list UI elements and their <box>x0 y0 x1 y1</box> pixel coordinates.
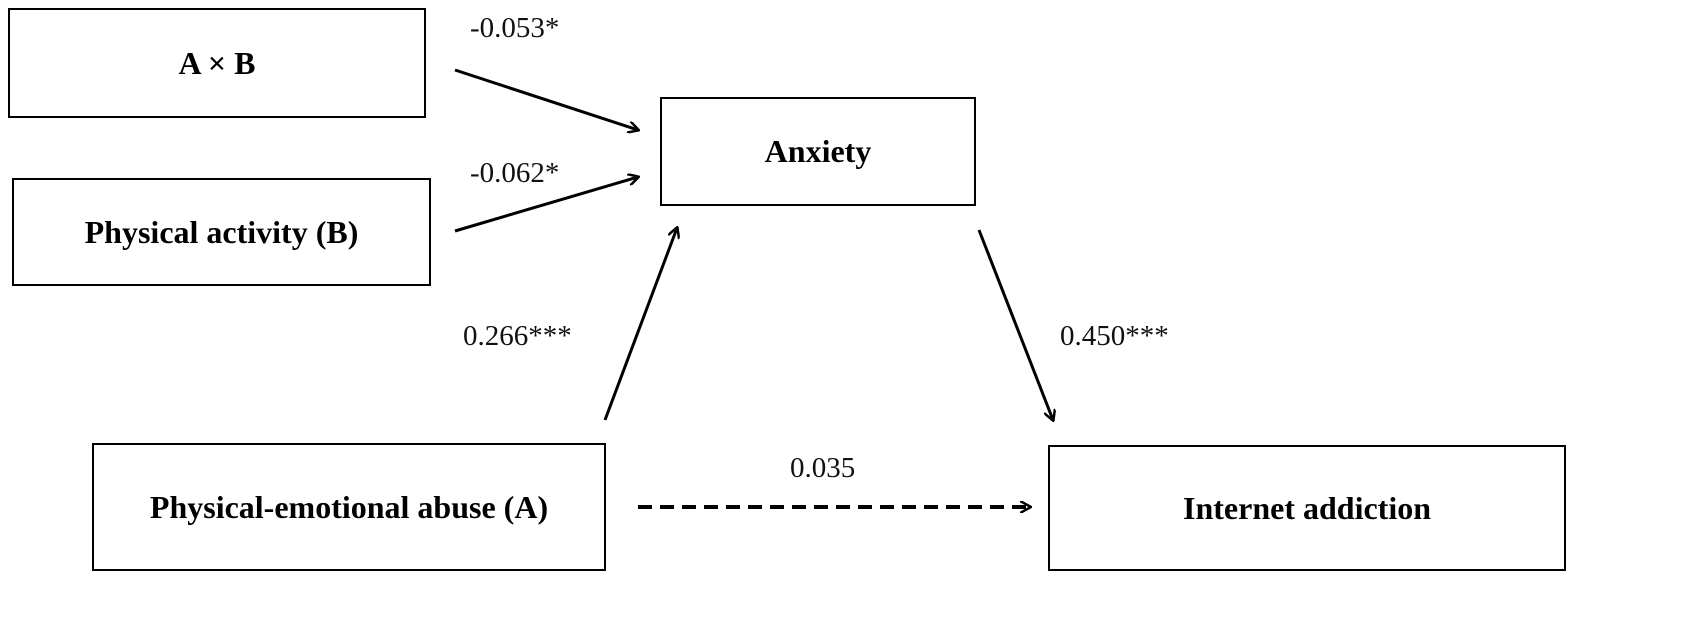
arrow-anxiety-to-addiction <box>977 229 1053 420</box>
node-label: A × B <box>178 44 256 81</box>
arrow-abuse-to-anxiety <box>603 228 677 421</box>
coef-abuse-to-anxiety: 0.266*** <box>463 320 572 352</box>
coef-activity-to-anxiety: -0.062* <box>470 157 560 189</box>
node-physical-activity: Physical activity (B) <box>12 178 431 286</box>
coef-interaction-to-anxiety: -0.053* <box>470 12 560 44</box>
coef-abuse-to-addiction: 0.035 <box>790 452 856 484</box>
node-internet-addiction: Internet addiction <box>1048 445 1566 571</box>
node-label: Physical activity (B) <box>84 213 359 250</box>
node-abuse: Physical-emotional abuse (A) <box>92 443 606 571</box>
node-label: Physical-emotional abuse (A) <box>149 488 549 525</box>
node-label: Anxiety <box>764 133 872 169</box>
node-anxiety: Anxiety <box>660 97 976 206</box>
node-label: Internet addiction <box>1183 489 1431 526</box>
arrow-interaction-to-anxiety <box>454 68 638 130</box>
node-interaction: A × B <box>8 8 426 118</box>
coef-anxiety-to-addiction: 0.450*** <box>1060 320 1169 352</box>
arrow-activity-to-anxiety <box>454 177 638 233</box>
